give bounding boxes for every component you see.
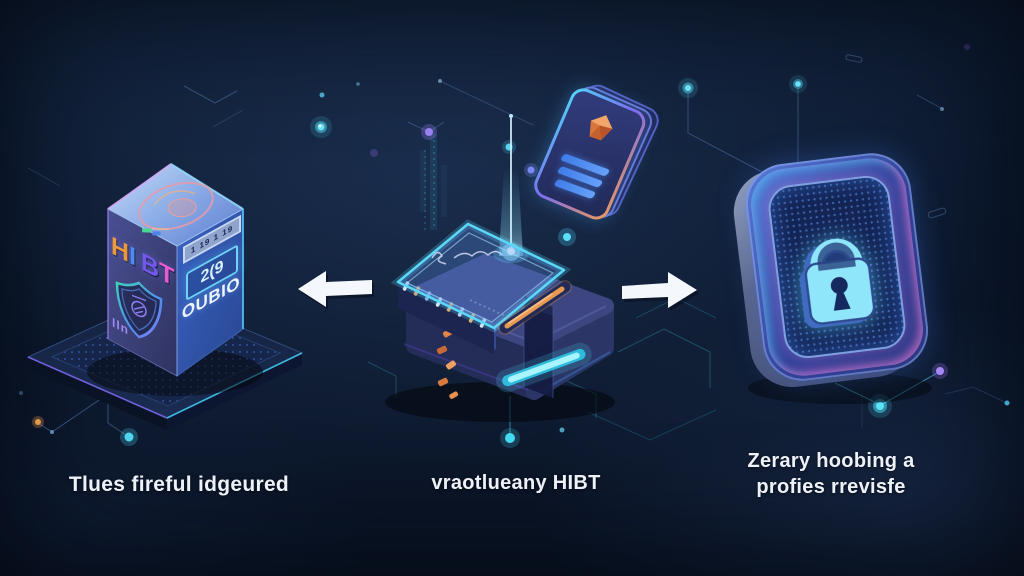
padlock-icon (799, 238, 876, 328)
security-badge (729, 148, 933, 392)
arrow-right-icon (622, 272, 699, 311)
orange-strip (498, 280, 572, 335)
caption-right: Zerary hoobing a profies rrevisfe (726, 448, 936, 500)
chain-links (424, 299, 459, 399)
data-rain (420, 134, 447, 232)
caption-left: Tlues fireful idgeured (68, 473, 290, 496)
ledger-books-icon (385, 114, 615, 422)
gem-card (529, 80, 664, 224)
glow-bar (496, 342, 592, 393)
fingerprint-sketch-icon (138, 181, 214, 236)
cover-scribble (431, 250, 503, 265)
shield-icon (115, 281, 163, 339)
box-title-letter: I (129, 240, 137, 273)
arrow-left-icon (298, 271, 374, 310)
gem-icon (589, 115, 613, 141)
caption-right-line2: profies rrevisfe (756, 476, 906, 498)
caption-right-line1: Zerary hoobing a (747, 450, 915, 472)
caption-center: vraotlueany HIBT (431, 472, 601, 494)
